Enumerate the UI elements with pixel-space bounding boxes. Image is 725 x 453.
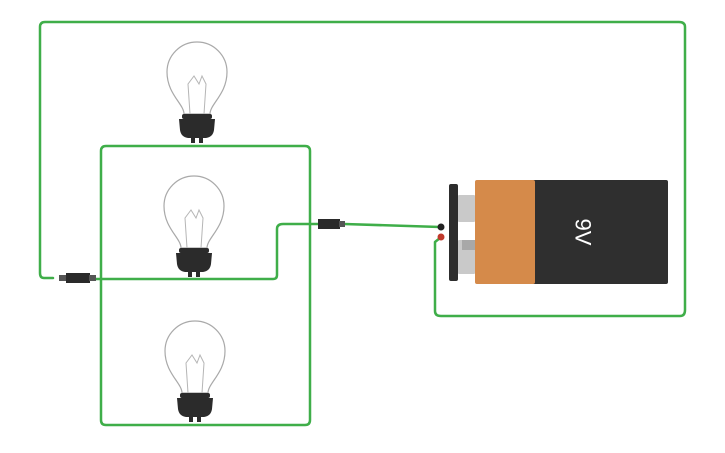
wire-parallel-loop bbox=[99, 144, 312, 427]
battery-terminal-plate bbox=[449, 184, 458, 281]
battery-positive-lead bbox=[437, 223, 445, 231]
battery-body bbox=[530, 180, 668, 284]
bulb-bottom[interactable] bbox=[164, 320, 226, 423]
battery-cap bbox=[475, 180, 535, 284]
wire-outer-loop bbox=[38, 20, 687, 318]
connector-right[interactable] bbox=[318, 219, 345, 229]
bulb-top[interactable] bbox=[166, 41, 228, 144]
connector-left[interactable] bbox=[59, 273, 96, 283]
battery-terminal-top bbox=[458, 195, 475, 222]
wire-middle-branch bbox=[94, 222, 320, 281]
battery-label: 9V bbox=[571, 219, 596, 246]
battery-negative-lead bbox=[437, 233, 445, 241]
battery-9v[interactable]: 9V bbox=[437, 180, 669, 284]
wire-battery-positive bbox=[342, 222, 442, 229]
bulb-middle[interactable] bbox=[163, 175, 225, 278]
